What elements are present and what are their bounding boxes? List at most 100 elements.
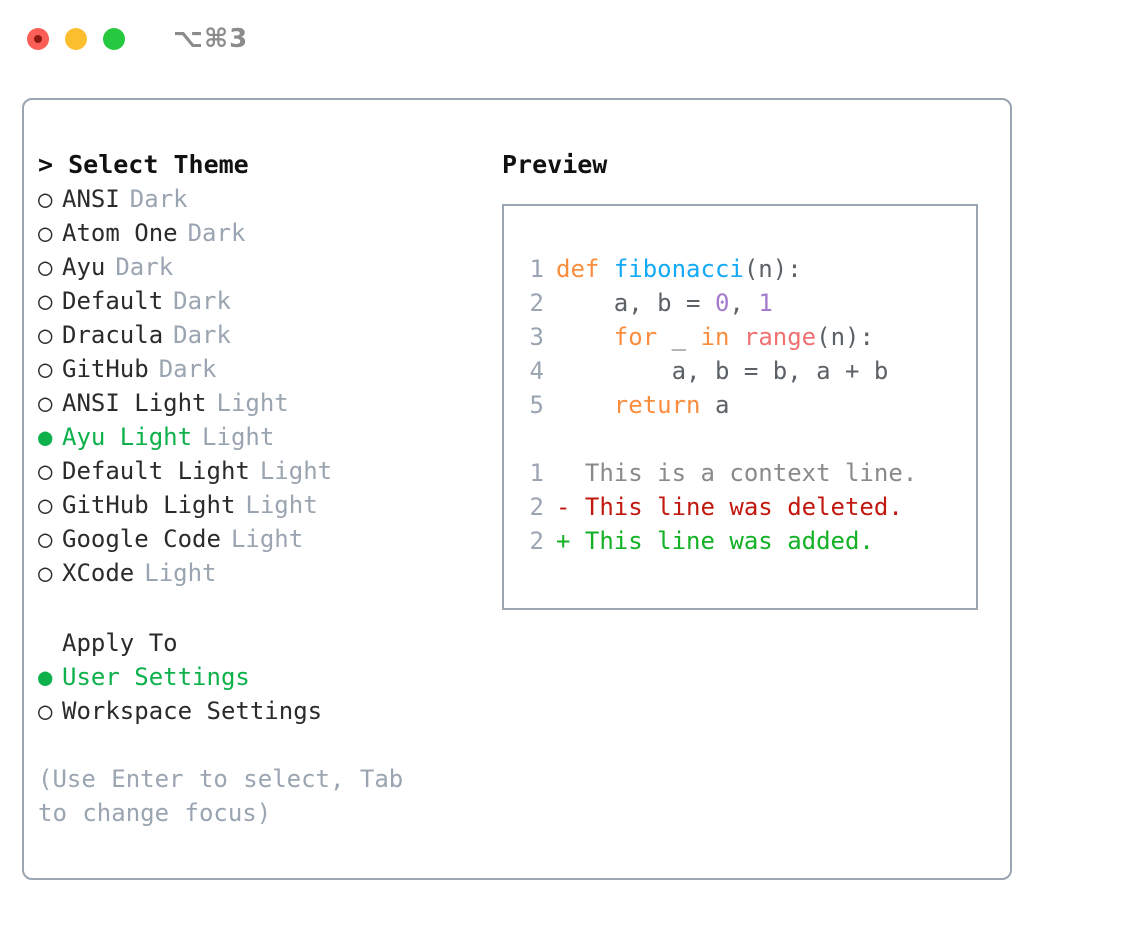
theme-option-ansi[interactable]: ○ ANSI Dark: [38, 182, 478, 216]
theme-option-label: Google Code: [62, 525, 221, 553]
radio-unselected-icon: ○: [38, 525, 53, 553]
code-token: [599, 255, 613, 283]
theme-option-variant: Dark: [173, 287, 231, 315]
line-number: 1: [529, 459, 544, 487]
theme-option-label: GitHub Light: [62, 491, 236, 519]
radio-selected-icon: ●: [38, 423, 53, 451]
code-token: 1: [758, 289, 773, 317]
theme-option-variant: Dark: [187, 219, 246, 247]
keyboard-hint-text: (Use Enter to select, Tab to change focu…: [38, 765, 404, 827]
theme-option-label: XCode: [62, 559, 135, 587]
minimize-window-icon[interactable]: [65, 28, 87, 50]
theme-option-default-light[interactable]: ○ Default Light Light: [38, 454, 478, 488]
theme-option-variant: Light: [144, 559, 217, 587]
theme-option-github-light[interactable]: ○ GitHub Light Light: [38, 488, 478, 522]
window-title-bar: ⌥⌘3: [0, 0, 1140, 78]
code-token: (n):: [743, 255, 802, 283]
radio-unselected-icon: ○: [38, 219, 53, 247]
keyboard-shortcut-label: ⌥⌘3: [173, 24, 249, 54]
radio-unselected-icon: ○: [38, 185, 53, 213]
theme-option-label: GitHub: [62, 355, 149, 383]
code-token: (n):: [816, 323, 874, 351]
code-token: for: [613, 323, 658, 351]
radio-selected-icon: ●: [38, 663, 53, 691]
theme-option-label: ANSI Light: [62, 389, 207, 417]
code-token: a, b =: [556, 289, 715, 317]
theme-option-default[interactable]: ○ Default Dark: [38, 284, 478, 318]
apply-to-option-user-settings[interactable]: ●User Settings: [38, 660, 478, 694]
diff-sample: 1 This is a context line. 2 - This line wa…: [518, 456, 918, 558]
theme-option-variant: Light: [202, 423, 275, 451]
line-number: 2: [529, 527, 544, 555]
diff-line-del: 2 - This line was deleted.: [518, 490, 917, 524]
apply-to-option-label: Workspace Settings: [62, 697, 323, 725]
radio-unselected-icon: ○: [38, 287, 53, 315]
code-token: return: [613, 391, 701, 419]
radio-unselected-icon: ○: [38, 457, 53, 485]
theme-option-ansi-light[interactable]: ○ ANSI Light Light: [38, 386, 478, 420]
theme-option-atom-one[interactable]: ○ Atom One Dark: [38, 216, 478, 250]
line-number: 1: [529, 255, 544, 283]
line-number: 2: [529, 493, 544, 521]
theme-option-github[interactable]: ○ GitHub Dark: [38, 352, 478, 386]
code-token: a: [700, 391, 730, 419]
code-token: def: [556, 255, 600, 283]
theme-option-label: Default Light: [62, 457, 250, 485]
code-token: [729, 323, 743, 351]
diff-line-text: + This line was added.: [556, 527, 874, 555]
code-token: 0: [714, 289, 730, 317]
code-line: 5 return a: [518, 388, 888, 422]
theme-option-variant: Dark: [129, 185, 188, 213]
theme-option-variant: Dark: [115, 253, 174, 281]
preview-header: Preview: [502, 150, 608, 179]
code-token: ,: [729, 289, 759, 317]
theme-option-ayu[interactable]: ○ Ayu Dark: [38, 250, 478, 284]
radio-unselected-icon: ○: [38, 321, 53, 349]
traffic-light-buttons: [27, 28, 125, 50]
radio-unselected-icon: ○: [38, 697, 53, 725]
code-token: [556, 323, 614, 351]
radio-unselected-icon: ○: [38, 253, 53, 281]
diff-line-add: 2 + This line was added.: [518, 524, 917, 558]
theme-option-label: Atom One: [62, 219, 178, 247]
code-token: in: [700, 323, 730, 351]
diff-line-text: - This line was deleted.: [556, 493, 903, 521]
diff-line-text: This is a context line.: [556, 459, 918, 487]
theme-option-variant: Dark: [158, 355, 217, 383]
radio-unselected-icon: ○: [38, 491, 53, 519]
theme-option-variant: Light: [216, 389, 289, 417]
line-number: 2: [529, 289, 544, 317]
line-number: 4: [529, 357, 544, 385]
apply-to-option-workspace-settings[interactable]: ○ Workspace Settings: [38, 694, 478, 728]
code-token: _: [657, 323, 701, 351]
theme-option-label: Ayu: [62, 253, 106, 281]
theme-option-label: Default: [62, 287, 164, 315]
radio-unselected-icon: ○: [38, 355, 53, 383]
theme-option-label: ANSI: [62, 185, 120, 213]
theme-option-label: Dracula: [62, 321, 164, 349]
close-window-icon[interactable]: [27, 28, 49, 50]
diff-line-ctx: 1 This is a context line.: [518, 456, 918, 490]
code-line: 4 a, b = b, a + b: [518, 354, 889, 388]
radio-unselected-icon: ○: [38, 389, 53, 417]
code-token: [556, 391, 614, 419]
theme-option-variant: Light: [245, 491, 318, 519]
theme-option-variant: Light: [259, 457, 333, 485]
apply-to-header: Apply To: [62, 629, 178, 657]
apply-to-list: ●User Settings ○ Workspace Settings: [38, 660, 478, 728]
zoom-window-icon[interactable]: [103, 28, 125, 50]
code-token: range: [743, 323, 817, 351]
line-number: 3: [529, 323, 544, 351]
